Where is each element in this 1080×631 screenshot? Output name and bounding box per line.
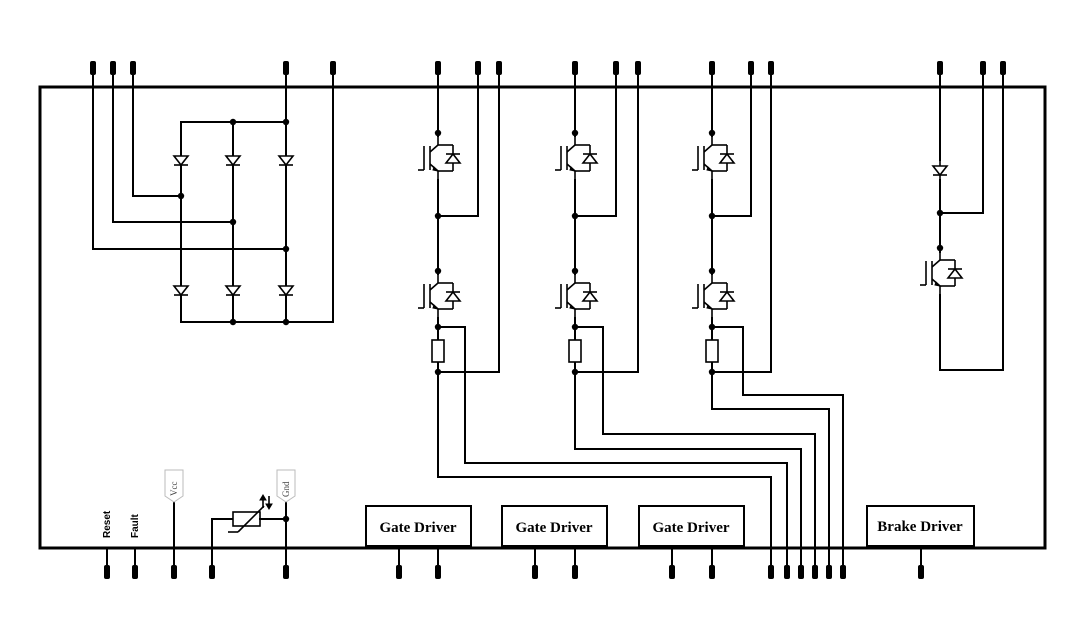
gate-driver-3-block: Gate Driver <box>638 505 745 573</box>
inverter-leg-1 <box>418 86 788 573</box>
brake-driver-block: Brake Driver <box>866 505 975 573</box>
vcc-tag: Vcc <box>164 469 184 573</box>
gate-driver-1-block: Gate Driver <box>365 505 472 573</box>
gate-driver-3-label: Gate Driver <box>652 520 729 536</box>
module-outline <box>38 85 1047 550</box>
gnd-tag: Gnd <box>276 469 296 503</box>
brake-driver-label: Brake Driver <box>877 519 963 535</box>
reset-label: Reset <box>102 510 113 538</box>
fault-label: Fault <box>130 513 141 538</box>
inverter-leg-3 <box>692 86 844 573</box>
inverter-leg-2 <box>555 86 816 573</box>
ntc-thermistor <box>211 494 290 573</box>
top-pins <box>90 61 1006 88</box>
gnd-label: Gnd <box>281 481 291 497</box>
brake-chopper <box>920 86 1004 371</box>
gate-driver-2-block: Gate Driver <box>501 505 608 573</box>
gate-driver-1-label: Gate Driver <box>379 520 456 536</box>
vcc-label: Vcc <box>169 482 179 497</box>
gate-driver-2-label: Gate Driver <box>515 520 592 536</box>
rectifier-bridge <box>92 86 334 326</box>
bottom-pins <box>104 565 924 579</box>
